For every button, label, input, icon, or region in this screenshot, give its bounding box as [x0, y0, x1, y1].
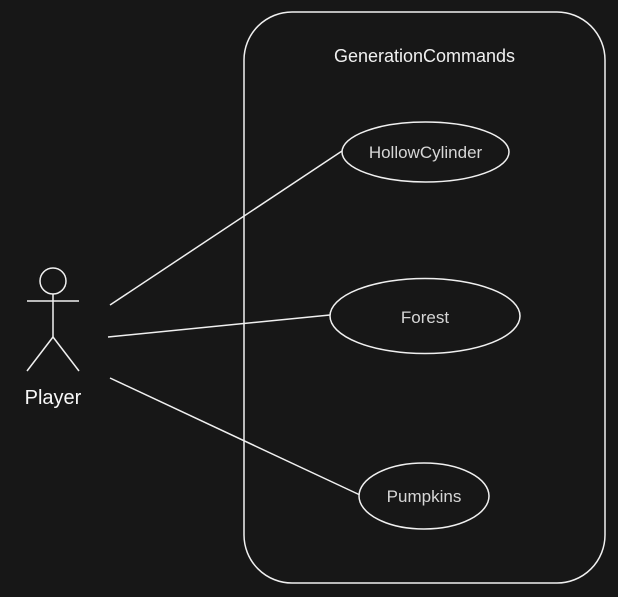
system-title: GenerationCommands — [334, 46, 515, 66]
actor-left-leg — [26, 336, 54, 372]
stick-figure-icon — [26, 267, 80, 372]
actor-label: Player — [25, 387, 82, 409]
use-case-ellipse — [358, 462, 490, 530]
association-line-forest[interactable] — [107, 314, 331, 338]
association-line-pumpkins[interactable] — [109, 377, 361, 496]
use-case-label: HollowCylinder — [369, 143, 483, 162]
use-case-label: Pumpkins — [387, 487, 462, 506]
system-boundary[interactable]: GenerationCommands — [243, 11, 606, 584]
association-line-hollowcylinder[interactable] — [109, 150, 343, 306]
use-case-pumpkins[interactable]: Pumpkins — [358, 462, 490, 530]
actor-player[interactable]: Player — [25, 267, 82, 409]
system-boundary-box — [243, 11, 606, 584]
use-case-ellipse — [341, 121, 510, 183]
actor-head — [39, 267, 67, 295]
associations — [107, 150, 361, 496]
actor-right-leg — [52, 336, 80, 372]
use-case-forest[interactable]: Forest — [329, 277, 521, 355]
use-case-label: Forest — [401, 308, 449, 327]
use-case-hollowcylinder[interactable]: HollowCylinder — [341, 121, 510, 183]
use-case-ellipse — [329, 277, 521, 355]
